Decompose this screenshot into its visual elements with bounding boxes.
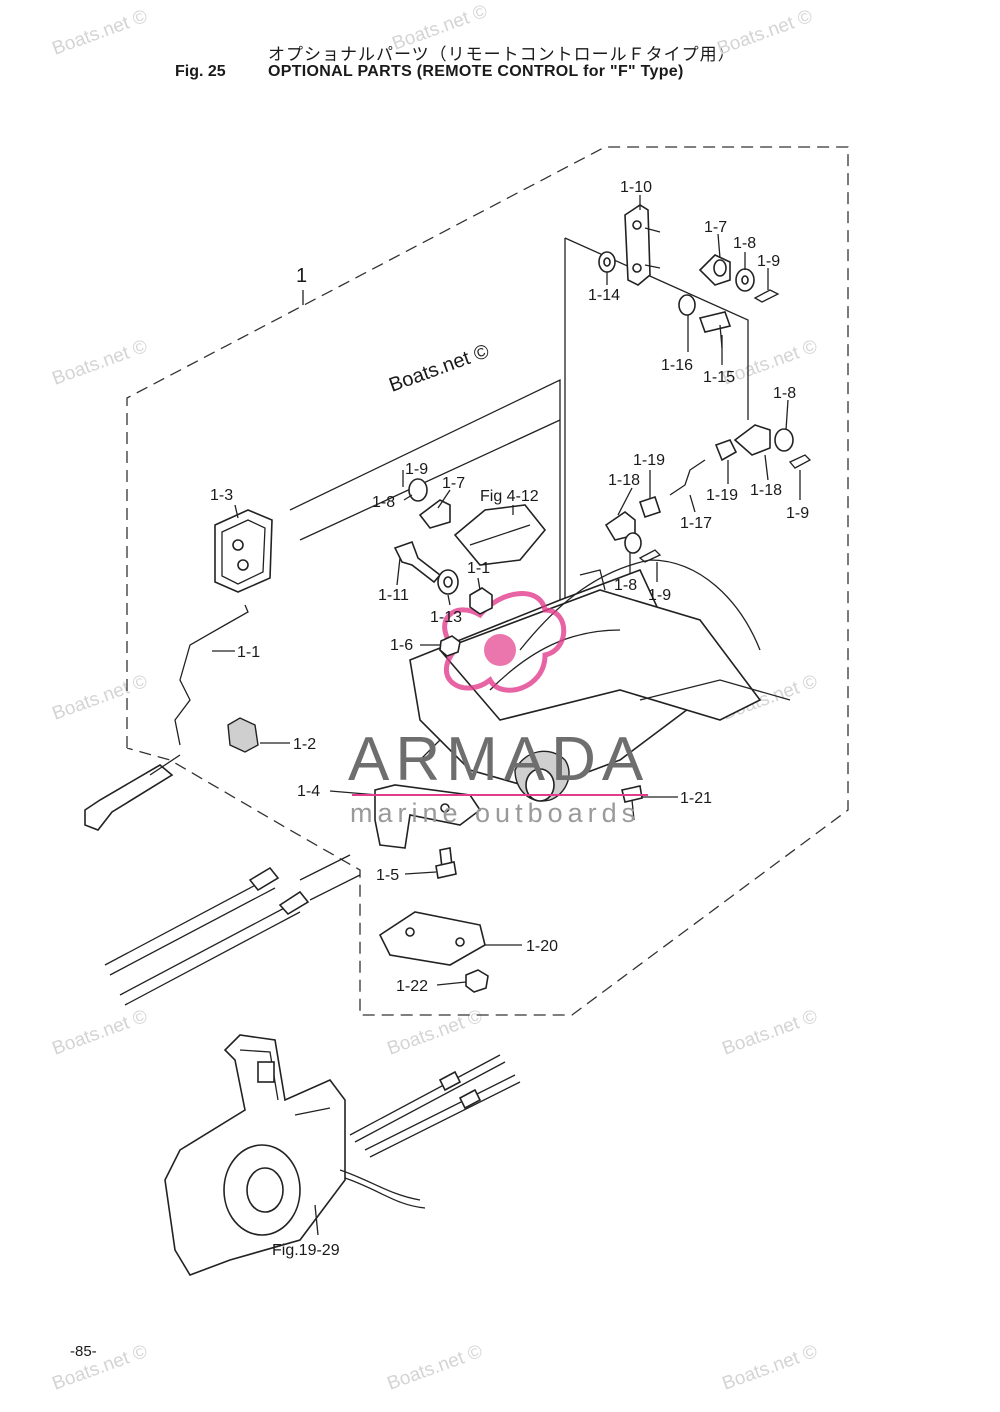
armada-logo-subtext: marine outboards <box>350 798 640 828</box>
watermark-text: Boats.net © <box>715 6 816 60</box>
part-label: 1-21 <box>680 790 712 807</box>
part-label: 1-18 <box>608 472 640 489</box>
title-japanese: オプショナルパーツ（リモートコントロールＦタイプ用） <box>268 45 736 65</box>
part-label: 1-17 <box>680 515 712 532</box>
armada-logo: ARMADA marine outboards <box>348 725 649 828</box>
part-label: 1-9 <box>405 461 428 478</box>
armada-logo-text: ARMADA <box>348 725 649 794</box>
part-label: 1-8 <box>372 494 395 511</box>
part-labels: 1 1-10 1-7 1-8 1-9 1-14 1-16 1-15 1-8 1-… <box>210 179 809 1259</box>
part-label: 1-11 <box>378 587 409 604</box>
part-label: 1-4 <box>297 783 320 800</box>
figure-number: Fig. 25 <box>175 63 226 80</box>
part-label: 1-9 <box>786 505 809 522</box>
watermark-text: Boats.net © <box>50 671 151 725</box>
page-number: -85- <box>70 1343 97 1360</box>
part-label: 1-22 <box>396 978 428 995</box>
watermark-text: Boats.net © <box>720 1006 821 1060</box>
part-label: 1-1 <box>467 560 490 577</box>
leader-lines <box>212 195 801 1236</box>
part-label: 1-5 <box>376 867 399 884</box>
part-label: 1-7 <box>442 475 465 492</box>
watermark-text: Boats.net © <box>385 1006 486 1060</box>
fig-reference-4-12: Fig 4-12 <box>480 488 539 505</box>
part-label: 1-3 <box>210 487 233 504</box>
part-label: 1-8 <box>773 385 796 402</box>
assembly-boundary <box>126 146 849 1016</box>
part-link-plate <box>624 204 651 286</box>
watermark-text: Boats.net © <box>720 1341 821 1395</box>
part-label: 1-1 <box>237 644 260 661</box>
part-label: 1-15 <box>703 369 735 386</box>
watermark-text: Boats.net © <box>50 6 151 60</box>
parts-group <box>84 204 812 1276</box>
watermark-text: Boats.net © <box>50 336 151 390</box>
watermark-text: Boats.net © <box>50 1006 151 1060</box>
watermark-text: Boats.net © <box>50 1341 151 1395</box>
part-label: 1-9 <box>757 253 780 270</box>
part-label: 1-16 <box>661 357 693 374</box>
part-label: 1-6 <box>390 637 413 654</box>
part-label: 1-20 <box>526 938 558 955</box>
part-label: 1-7 <box>704 219 727 236</box>
part-label: 1-8 <box>733 235 756 252</box>
part-label: 1-2 <box>293 736 316 753</box>
part-label: 1-13 <box>430 609 462 626</box>
watermark-text: Boats.net © <box>390 1 491 55</box>
part-label: 1-19 <box>633 452 665 469</box>
title-english: OPTIONAL PARTS (REMOTE CONTROL for "F" T… <box>268 63 684 80</box>
part-label: 1-9 <box>648 587 671 604</box>
part-label: 1-14 <box>588 287 620 304</box>
part-label: 1-18 <box>750 482 782 499</box>
watermark-text: Boats.net © <box>385 1341 486 1395</box>
part-label: 1-8 <box>614 577 637 594</box>
assembly-label: 1 <box>296 265 307 287</box>
part-label: 1-10 <box>620 179 652 196</box>
part-label: 1-19 <box>706 487 738 504</box>
watermark-text-dark: Boats.net © <box>386 340 492 397</box>
fig-reference-19-29: Fig.19-29 <box>272 1242 340 1259</box>
armada-logo-mark <box>442 591 567 693</box>
